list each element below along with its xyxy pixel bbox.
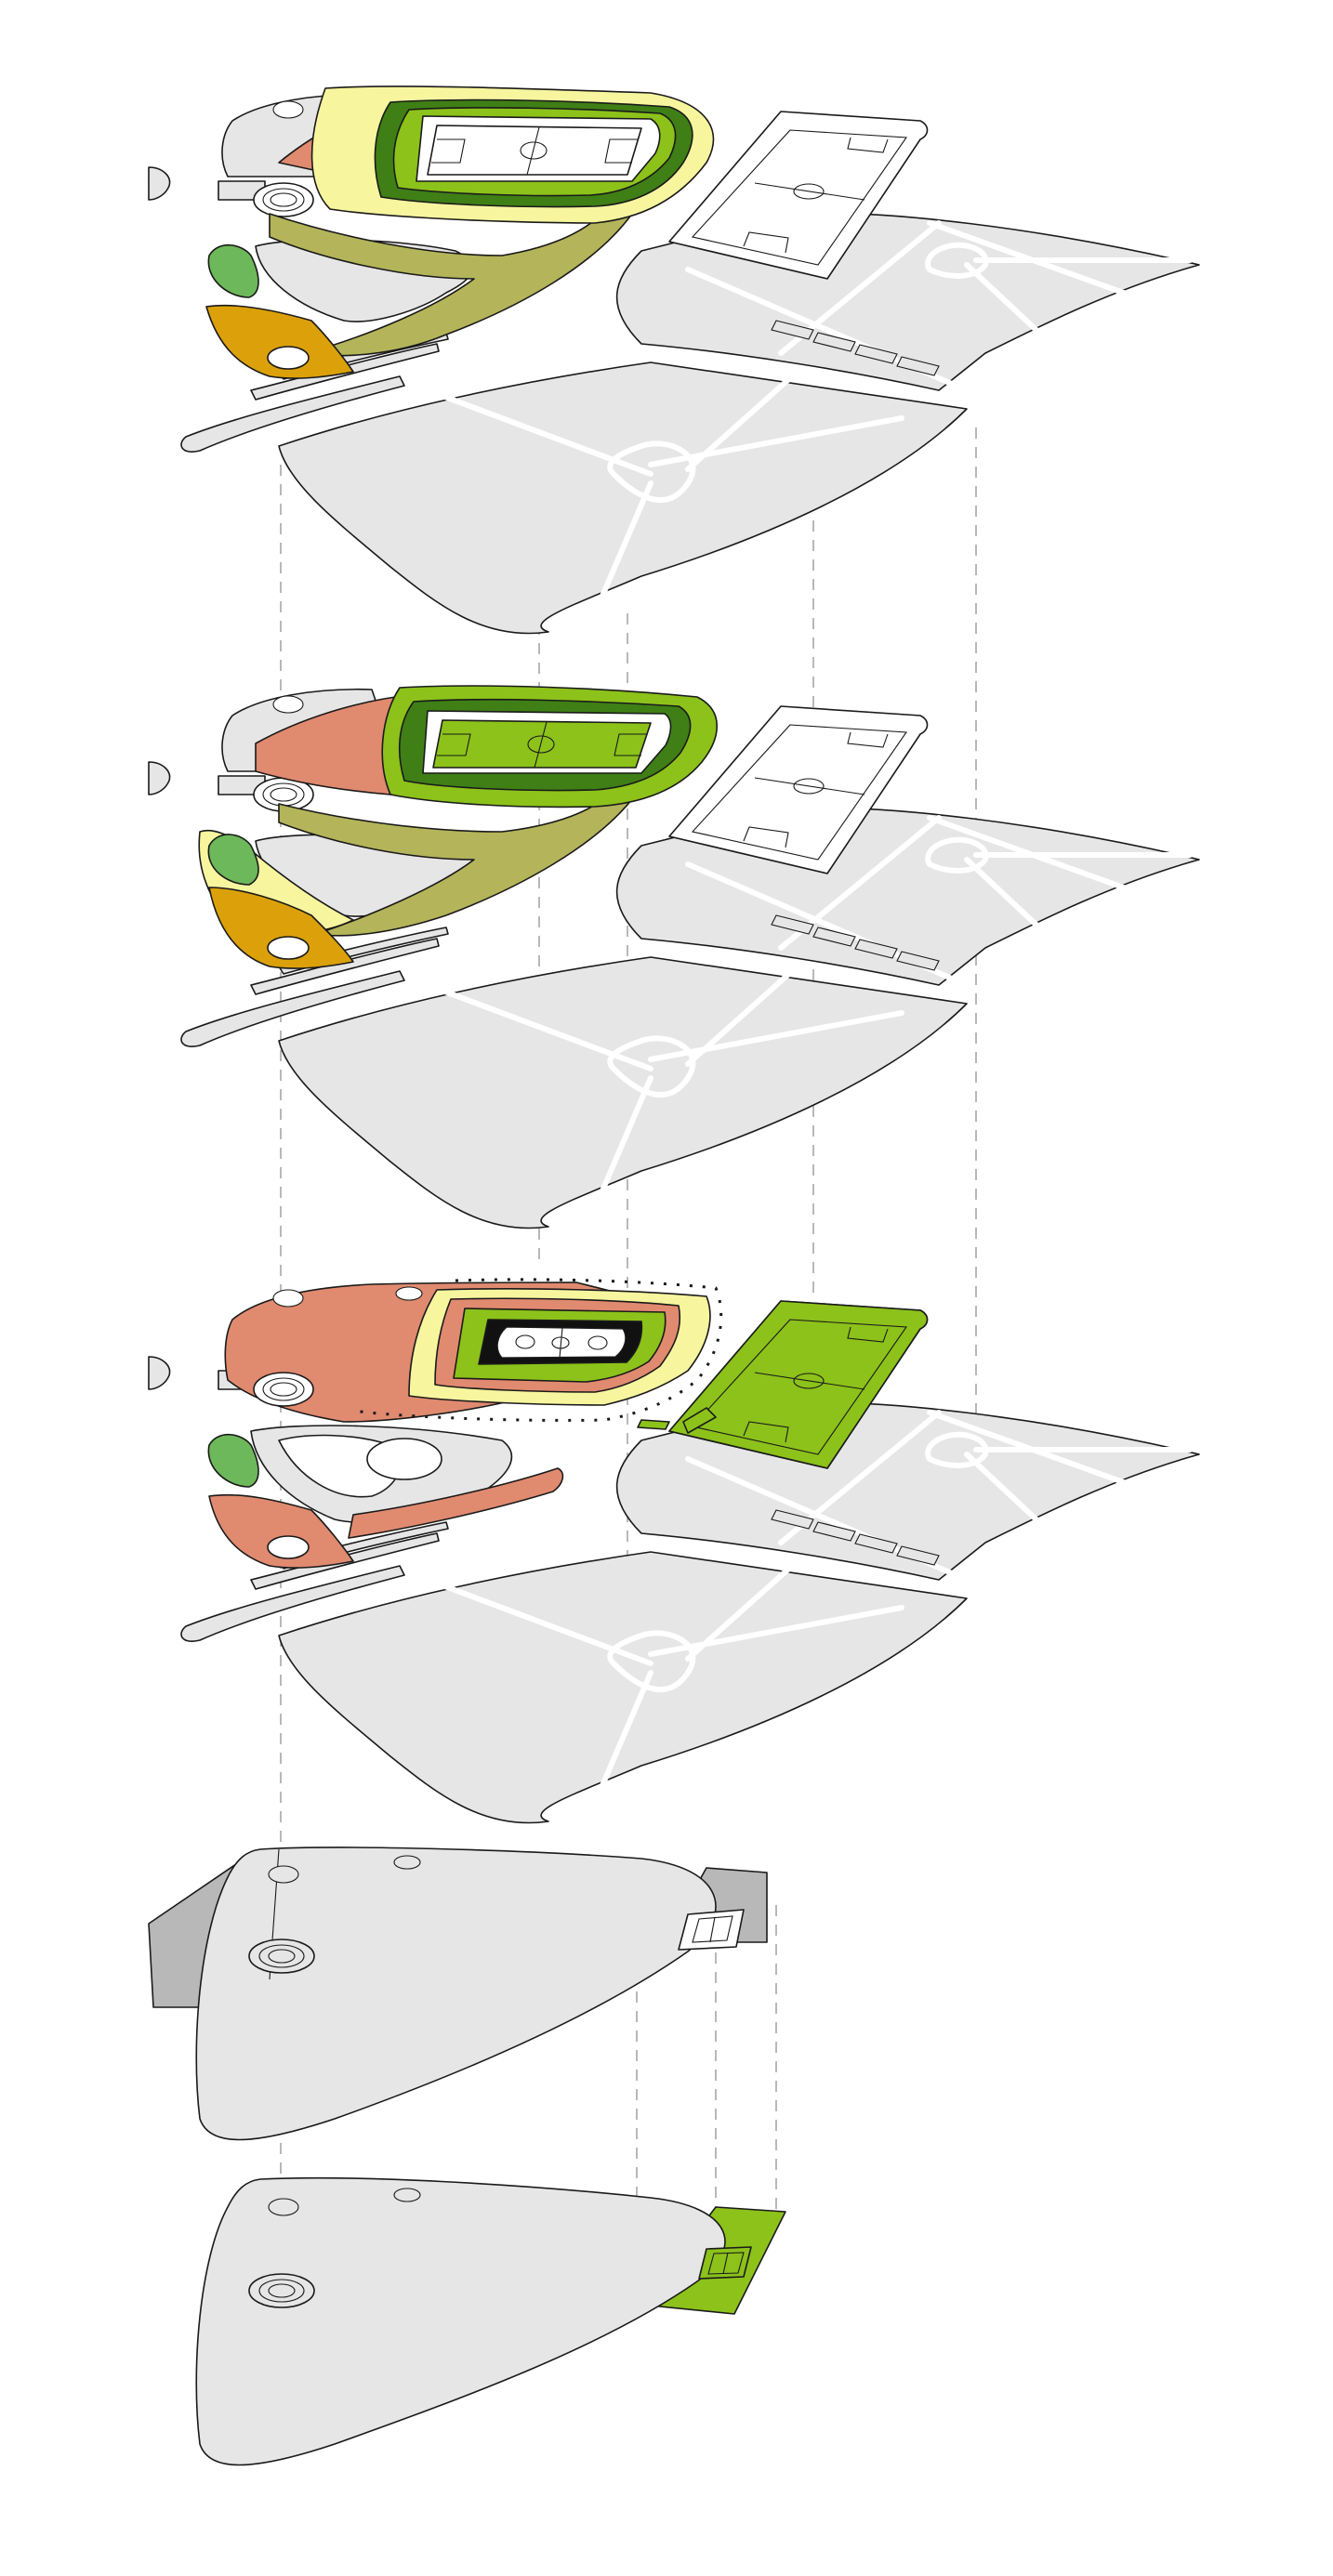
ring-icon [248,1939,315,1974]
layer-2 [148,685,1199,1229]
ring-icon [248,2273,315,2308]
layer-5 [195,2176,786,2466]
layer-1 [148,85,1199,634]
training-pitch-icon [691,1319,908,1455]
stadium-pitch-icon [432,719,652,769]
arena-court-icon [496,1326,627,1359]
layer-3 [148,1278,1199,1823]
stadium-pitch-icon [427,125,642,176]
layer-4 [148,1847,768,2141]
